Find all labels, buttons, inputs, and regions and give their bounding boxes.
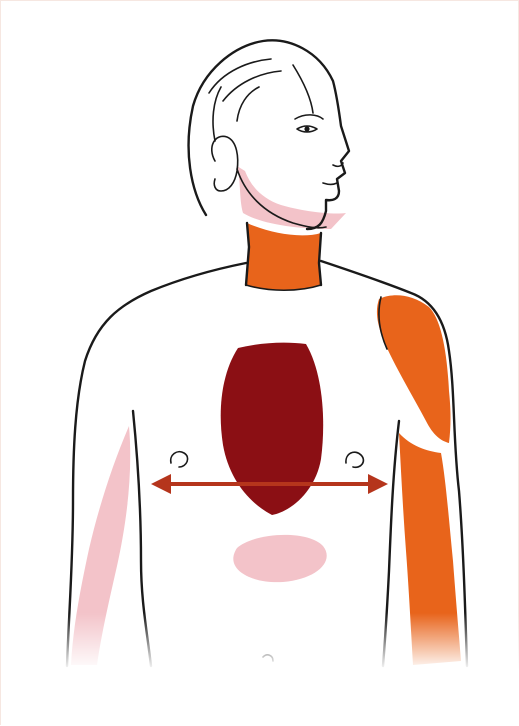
chest-center-region: [221, 343, 323, 515]
pupil: [304, 126, 309, 131]
bottom-fade: [1, 613, 519, 671]
right-nipple: [171, 452, 188, 467]
ear: [212, 136, 238, 191]
upper-abdomen-region: [233, 535, 326, 582]
neck-region: [246, 223, 321, 290]
bottom-blank: [1, 669, 519, 726]
mouth: [323, 183, 337, 185]
left-nipple: [346, 452, 364, 467]
eyebrow: [295, 115, 323, 119]
neck-outline-right: [319, 233, 321, 285]
